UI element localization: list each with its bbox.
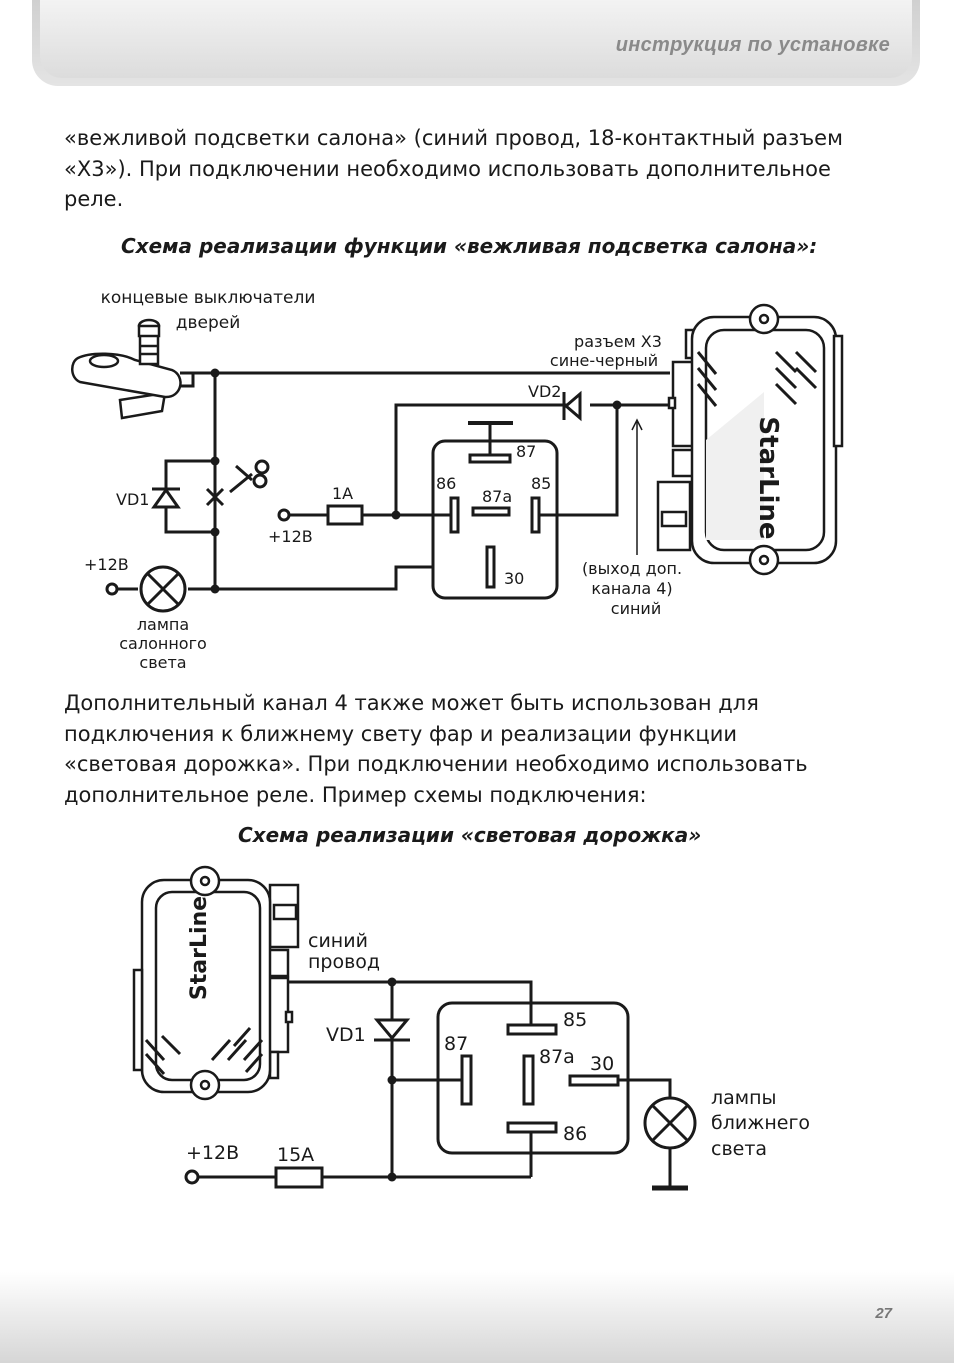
plus12-lamp-terminal-icon [105,582,119,596]
light-path-diagram: StarLine синий провод VD1 +12В 15А 85 87… [132,865,810,1191]
second-line-3: «световая дорожка». При подключении необ… [64,752,808,776]
relay-pin-87: 87 [516,442,536,461]
second-line-4: дополнительное реле. Пример схемы подклю… [64,782,647,807]
plus12-label-2: +12В [186,1142,239,1164]
diagram2-caption: Схема реализации «световая дорожка» [238,823,702,847]
vd1-diode-icon [151,487,181,509]
connector-label-1: разъем Х3 [574,332,662,351]
output-label-1: (выход доп. [582,559,682,578]
door-switches-label-1: концевые выключатели [101,288,316,308]
lamp-label-1: лампа [137,615,189,634]
relay-pin-86: 86 [436,474,456,493]
lamp-icon [139,565,187,613]
diagram1-caption: Схема реализации функции «вежливая подсв… [121,234,818,258]
lamps-label-3: света [711,1138,767,1160]
second-line-2: подключения к ближнему свету фар и реали… [64,721,737,746]
starline-vents-2 [144,1027,264,1076]
cut-mark-icon [205,487,225,507]
plus12-terminal-icon-2 [184,1169,200,1185]
starline-vents-1 [696,350,818,407]
courtesy-light-diagram: StarLine концевые выключатели дверей раз… [71,288,844,672]
lamp-label-2: салонного [119,634,207,653]
header-title: инструкция по установке [615,34,890,56]
relay2-pin-87a: 87а [539,1046,575,1068]
relay2-pin-30: 30 [590,1053,614,1075]
lamps-label-2: ближнего [711,1112,810,1134]
connector-label-2: сине-черный [550,351,658,370]
second-line-1: Дополнительный канал 4 также может быть … [64,691,759,715]
scissors-icon [229,459,270,494]
header-panel [40,0,912,78]
lamp-label-3: света [139,653,186,672]
relay-pin-30: 30 [504,569,524,588]
starline-unit-2 [132,865,300,1101]
intro-line-1: «вежливой подсветки салона» (синий прово… [64,126,843,150]
plus12-lamp-label: +12В [84,555,129,574]
plus12-terminal-icon [277,508,291,522]
plus12-fuse-label: +12В [268,527,313,546]
footer-band [0,1272,954,1363]
output-label-2: канала 4) [591,579,672,598]
vd1-label: VD1 [116,490,149,509]
door-switches-label-2: дверей [176,313,241,333]
starline-unit-1 [656,303,844,576]
output-label-3: синий [611,599,661,618]
intro-paragraph: «вежливой подсветки салона» (синий прово… [64,123,894,215]
relay2-pin-87: 87 [444,1033,468,1055]
brand-logo-2: StarLine [187,896,212,1000]
relay2-pin-85: 85 [563,1009,587,1031]
fuse-15a-label: 15А [277,1144,314,1166]
page-number: 27 [875,1305,892,1322]
fuse-1a-icon [326,504,364,526]
intro-line-3: реле. [64,187,124,211]
relay-pin-85: 85 [531,474,551,493]
vd2-diode-icon [562,390,582,422]
intro-line-2: «Х3»). При подключении необходимо исполь… [64,156,831,181]
blue-wire-label-1: синий [308,930,368,952]
door-switch-icon [71,318,182,420]
vd1-label-2: VD1 [326,1024,366,1046]
second-paragraph: Дополнительный канал 4 также может быть … [64,688,894,810]
fuse-label: 1А [332,484,353,503]
headlight-lamp-icon [643,1096,697,1150]
brand-logo-1: StarLine [753,416,783,539]
vd2-label: VD2 [528,382,561,401]
relay2-pin-86: 86 [563,1123,587,1145]
blue-wire-label-2: провод [308,951,380,973]
relay-pin-87a: 87а [482,487,512,506]
output-arrow-icon [631,418,643,555]
lamps-label-1: лампы [711,1087,777,1109]
fuse-15a-icon [274,1166,324,1189]
vd1-diode-icon-2 [373,1018,411,1042]
